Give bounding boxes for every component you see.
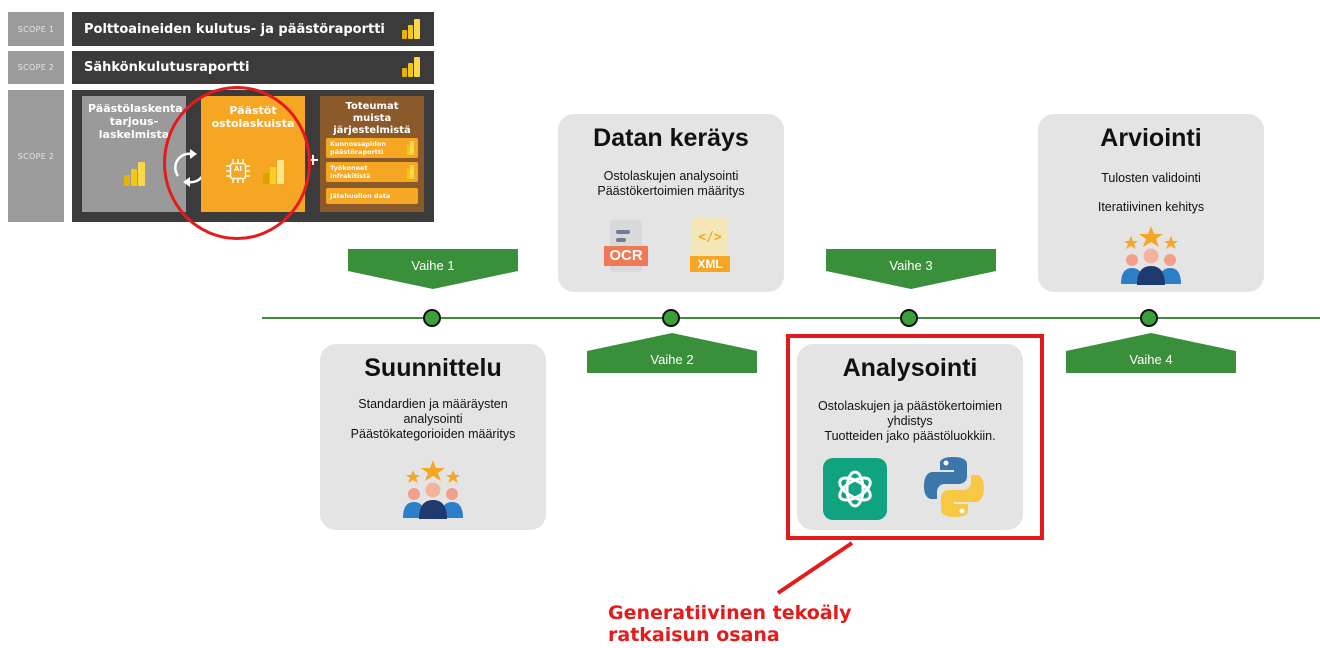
toteuma-item[interactable]: Kunnossapidon päästöraportti — [326, 138, 418, 158]
ocr-document-icon: OCR — [604, 220, 650, 274]
timeline-node-3[interactable] — [900, 309, 918, 327]
phase-arrow-3 — [826, 249, 996, 289]
callout-pointer-line — [776, 541, 854, 595]
stage-title: Arviointi — [1100, 124, 1202, 152]
scope-1-tag: SCOPE 1 — [8, 12, 64, 46]
phase-label-3: Vaihe 3 — [889, 258, 933, 273]
scope-2-tag: SCOPE 2 — [8, 51, 64, 84]
team-rating-icon — [1121, 226, 1181, 285]
ocr-badge: OCR — [604, 246, 648, 266]
python-icon — [924, 457, 984, 517]
scope-1-bar[interactable]: Polttoaineiden kulutus- ja päästöraportt… — [72, 12, 434, 46]
xml-document-icon: </> XML — [688, 218, 734, 274]
scope-2-bar[interactable]: Sähkönkulutusraportti — [72, 51, 434, 84]
stage-title: Suunnittelu — [364, 354, 502, 382]
callout-text: Generatiivinen tekoäly ratkaisun osana — [608, 602, 852, 646]
scope-2b-tag: SCOPE 2 — [8, 90, 64, 222]
xml-badge: XML — [690, 256, 730, 272]
stage-title: Analysointi — [842, 354, 978, 382]
power-bi-icon — [404, 141, 414, 155]
power-bi-icon — [124, 162, 146, 186]
stage-card-suunnittelu[interactable]: Suunnittelu Standardien ja määräysten an… — [320, 344, 546, 530]
stage-title: Datan keräys — [593, 124, 749, 152]
timeline-node-4[interactable] — [1140, 309, 1158, 327]
phase-label-2: Vaihe 2 — [650, 352, 694, 367]
timeline-node-2[interactable] — [662, 309, 680, 327]
toteuma-item[interactable]: Jätehuollon data — [326, 188, 418, 204]
power-bi-icon — [404, 165, 414, 179]
stage-card-arviointi[interactable]: Arviointi Tulosten validointi Iteratiivi… — [1038, 114, 1264, 292]
phase-label-1: Vaihe 1 — [411, 258, 455, 273]
highlight-rectangle — [786, 334, 1044, 540]
chatgpt-icon — [823, 458, 887, 520]
stage-card-datan-keraus[interactable]: Datan keräys Ostolaskujen analysointi Pä… — [558, 114, 784, 292]
stage-description: Standardien ja määräysten analysointi Pä… — [350, 397, 516, 441]
toteumat-box[interactable]: Toteumat muista järjestelmistä Kunnossap… — [320, 96, 424, 212]
highlight-circle — [163, 86, 311, 240]
scope-2-title: Sähkönkulutusraportti — [84, 60, 250, 75]
team-rating-icon — [403, 460, 463, 519]
timeline-line — [262, 317, 1320, 319]
phase-label-4: Vaihe 4 — [1129, 352, 1173, 367]
stage-card-analysointi[interactable]: Analysointi Ostolaskujen ja päästökertoi… — [797, 344, 1023, 530]
toteumat-label: Toteumat muista järjestelmistä — [333, 101, 411, 136]
stage-description: Ostolaskujen analysointi Päästökertoimie… — [597, 169, 745, 198]
timeline-node-1[interactable] — [423, 309, 441, 327]
stage-description: Tulosten validointi Iteratiivinen kehity… — [1097, 171, 1205, 214]
toteuma-item[interactable]: Työkoneet infrakitistä — [326, 162, 418, 182]
stage-description: Ostolaskujen ja päästökertoimien yhdisty… — [817, 399, 1003, 443]
tarjouslaskelma-label: Päästölaskenta tarjous-laskelmista — [88, 102, 183, 141]
phase-arrow-4 — [1066, 333, 1236, 373]
power-bi-icon — [402, 19, 420, 39]
power-bi-icon — [402, 57, 420, 77]
phase-arrow-1 — [348, 249, 518, 289]
phase-arrow-2 — [587, 333, 757, 373]
scope-1-title: Polttoaineiden kulutus- ja päästöraportt… — [84, 21, 385, 37]
